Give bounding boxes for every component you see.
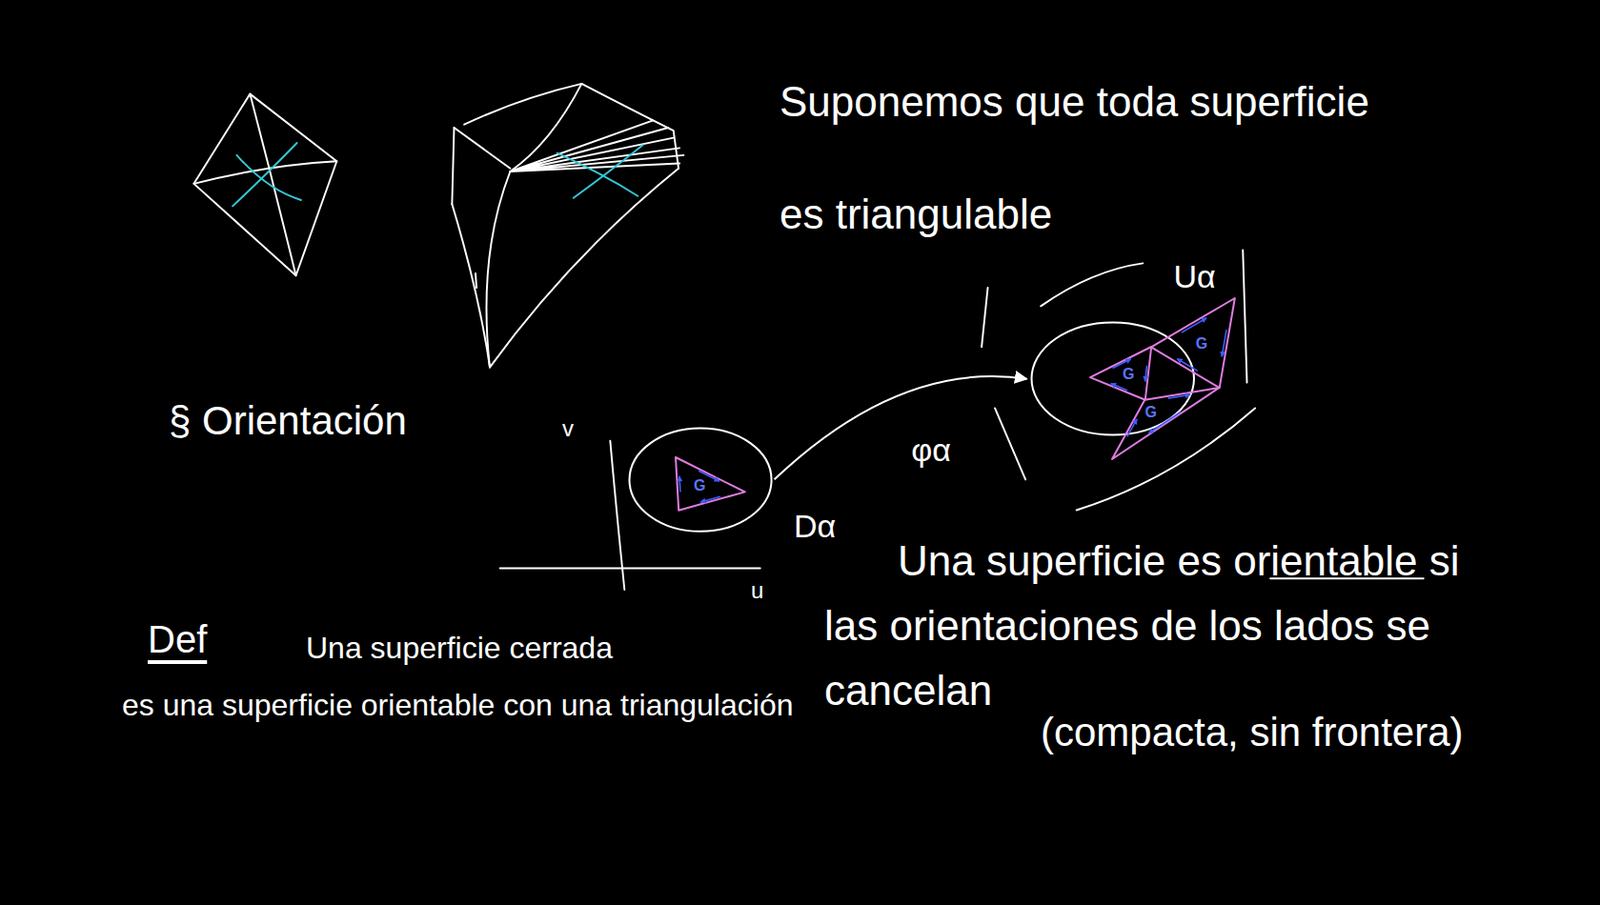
triangle-shape (1108, 384, 1223, 464)
oriented-triangle: G (1086, 343, 1155, 405)
surface-region: UαGGG (1030, 321, 1195, 437)
region-curve (1032, 323, 1195, 436)
polyhedron-edge (249, 94, 296, 277)
orientation-arrow (1127, 419, 1137, 438)
polyhedron-outline (193, 94, 337, 277)
note-text: (compacta, sin frontera) (1040, 709, 1464, 756)
triangle-label: G (693, 478, 706, 494)
chart-outline (1242, 249, 1247, 383)
triangle-outline (1151, 298, 1236, 388)
chart-outline (1040, 263, 1143, 306)
triangle-outline (1090, 346, 1152, 401)
definition-text: Una superficie es orientable si las orie… (824, 528, 1492, 724)
triangle-shape (1086, 343, 1155, 405)
section-title: § Orientación (168, 398, 407, 445)
triangle-outline (675, 457, 746, 511)
orientation-arrow (1181, 317, 1207, 332)
orientation-arrow (678, 476, 682, 493)
triangle-label: G (1145, 405, 1157, 421)
tick-mark (475, 273, 477, 288)
triangle-shape (671, 453, 750, 515)
map-name: φα (908, 432, 954, 470)
surface-edge (454, 127, 511, 169)
surface-edge (486, 171, 510, 368)
surface-edge (464, 83, 679, 169)
orientation-arrow (1176, 358, 1198, 371)
axis-label: u (750, 577, 764, 605)
region-name: Uα (1173, 258, 1216, 296)
polyhedron-edge (193, 161, 337, 184)
axis-label: v (562, 415, 574, 443)
cyan-curve (232, 142, 297, 206)
chart-domain: DαG (627, 426, 773, 533)
region-curve (628, 427, 771, 531)
orientation-arrow (1168, 394, 1191, 399)
chart-outline (981, 287, 988, 347)
triangle-shape (1147, 294, 1239, 392)
triangle-label: G (1195, 336, 1208, 352)
heading-note: Suponemos que toda superficie es triangu… (779, 45, 1399, 271)
map-arrow (774, 376, 1028, 480)
orientation-arrow (700, 496, 721, 503)
triangle-label: G (1122, 366, 1135, 383)
def-heading: Def (147, 617, 207, 662)
definition-text: Una superficie cerrada (305, 630, 613, 667)
cyan-curve (573, 144, 644, 199)
triangle-outline (1112, 387, 1219, 460)
orientation-arrow (1144, 365, 1147, 383)
orientation-arrow (1221, 329, 1227, 357)
region-name: Dα (793, 507, 836, 546)
surface-edge (451, 127, 454, 204)
orientation-arrow (1110, 384, 1127, 391)
oriented-triangle: G (1108, 384, 1223, 464)
fan-lines (509, 120, 684, 172)
definition-text: es una superficie orientable con una tri… (121, 688, 793, 724)
chart-outline (994, 407, 1026, 480)
oriented-triangle: G (671, 453, 750, 515)
u-axis (500, 567, 761, 570)
oriented-triangle: G (1147, 294, 1239, 392)
surface-edge (451, 168, 679, 368)
